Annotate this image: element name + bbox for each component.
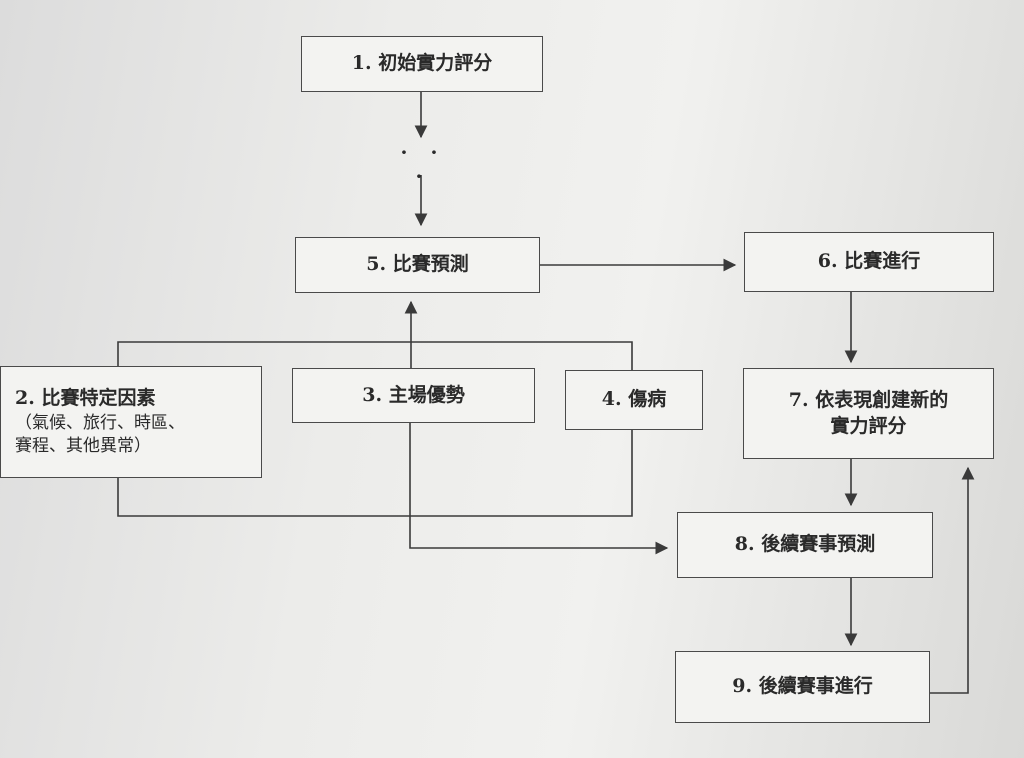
ellipsis: · · ·	[400, 140, 446, 188]
node-match-factors-title: 2. 比賽特定因素	[15, 387, 156, 410]
node-injuries: 4. 傷病	[565, 370, 703, 430]
node-match-factors-detail-1: （氣候、旅行、時區、	[15, 412, 185, 433]
node-match-factors: 2. 比賽特定因素 （氣候、旅行、時區、 賽程、其他異常）	[0, 366, 262, 478]
node-initial-rating-label: 1. 初始實力評分	[351, 52, 493, 75]
node-initial-rating: 1. 初始實力評分	[301, 36, 543, 92]
node-new-rating-line1: 7. 依表現創建新的	[788, 388, 949, 411]
node-match-played-label: 6. 比賽進行	[817, 250, 921, 273]
node-match-factors-detail-2: 賽程、其他異常）	[15, 435, 151, 456]
edge-3-to-8	[409, 423, 669, 555]
node-injuries-label: 4. 傷病	[601, 388, 667, 411]
factors-bracket-top	[117, 341, 633, 370]
node-new-rating-line2: 實力評分	[830, 414, 907, 437]
node-match-prediction: 5. 比賽預測	[295, 237, 540, 293]
node-next-match-played: 9. 後續賽事進行	[675, 651, 930, 723]
factors-bracket-bottom	[117, 430, 633, 517]
node-match-prediction-label: 5. 比賽預測	[366, 253, 469, 276]
node-home-advantage-label: 3. 主場優勢	[362, 383, 465, 406]
node-next-prediction: 8. 後續賽事預測	[677, 512, 933, 578]
node-new-rating: 7. 依表現創建新的 實力評分	[743, 368, 994, 459]
node-next-prediction-label: 8. 後續賽事預測	[734, 533, 876, 556]
node-match-played: 6. 比賽進行	[744, 232, 994, 292]
edge-9-to-7	[930, 466, 975, 694]
node-home-advantage: 3. 主場優勢	[292, 368, 535, 423]
node-next-match-played-label: 9. 後續賽事進行	[732, 675, 873, 698]
